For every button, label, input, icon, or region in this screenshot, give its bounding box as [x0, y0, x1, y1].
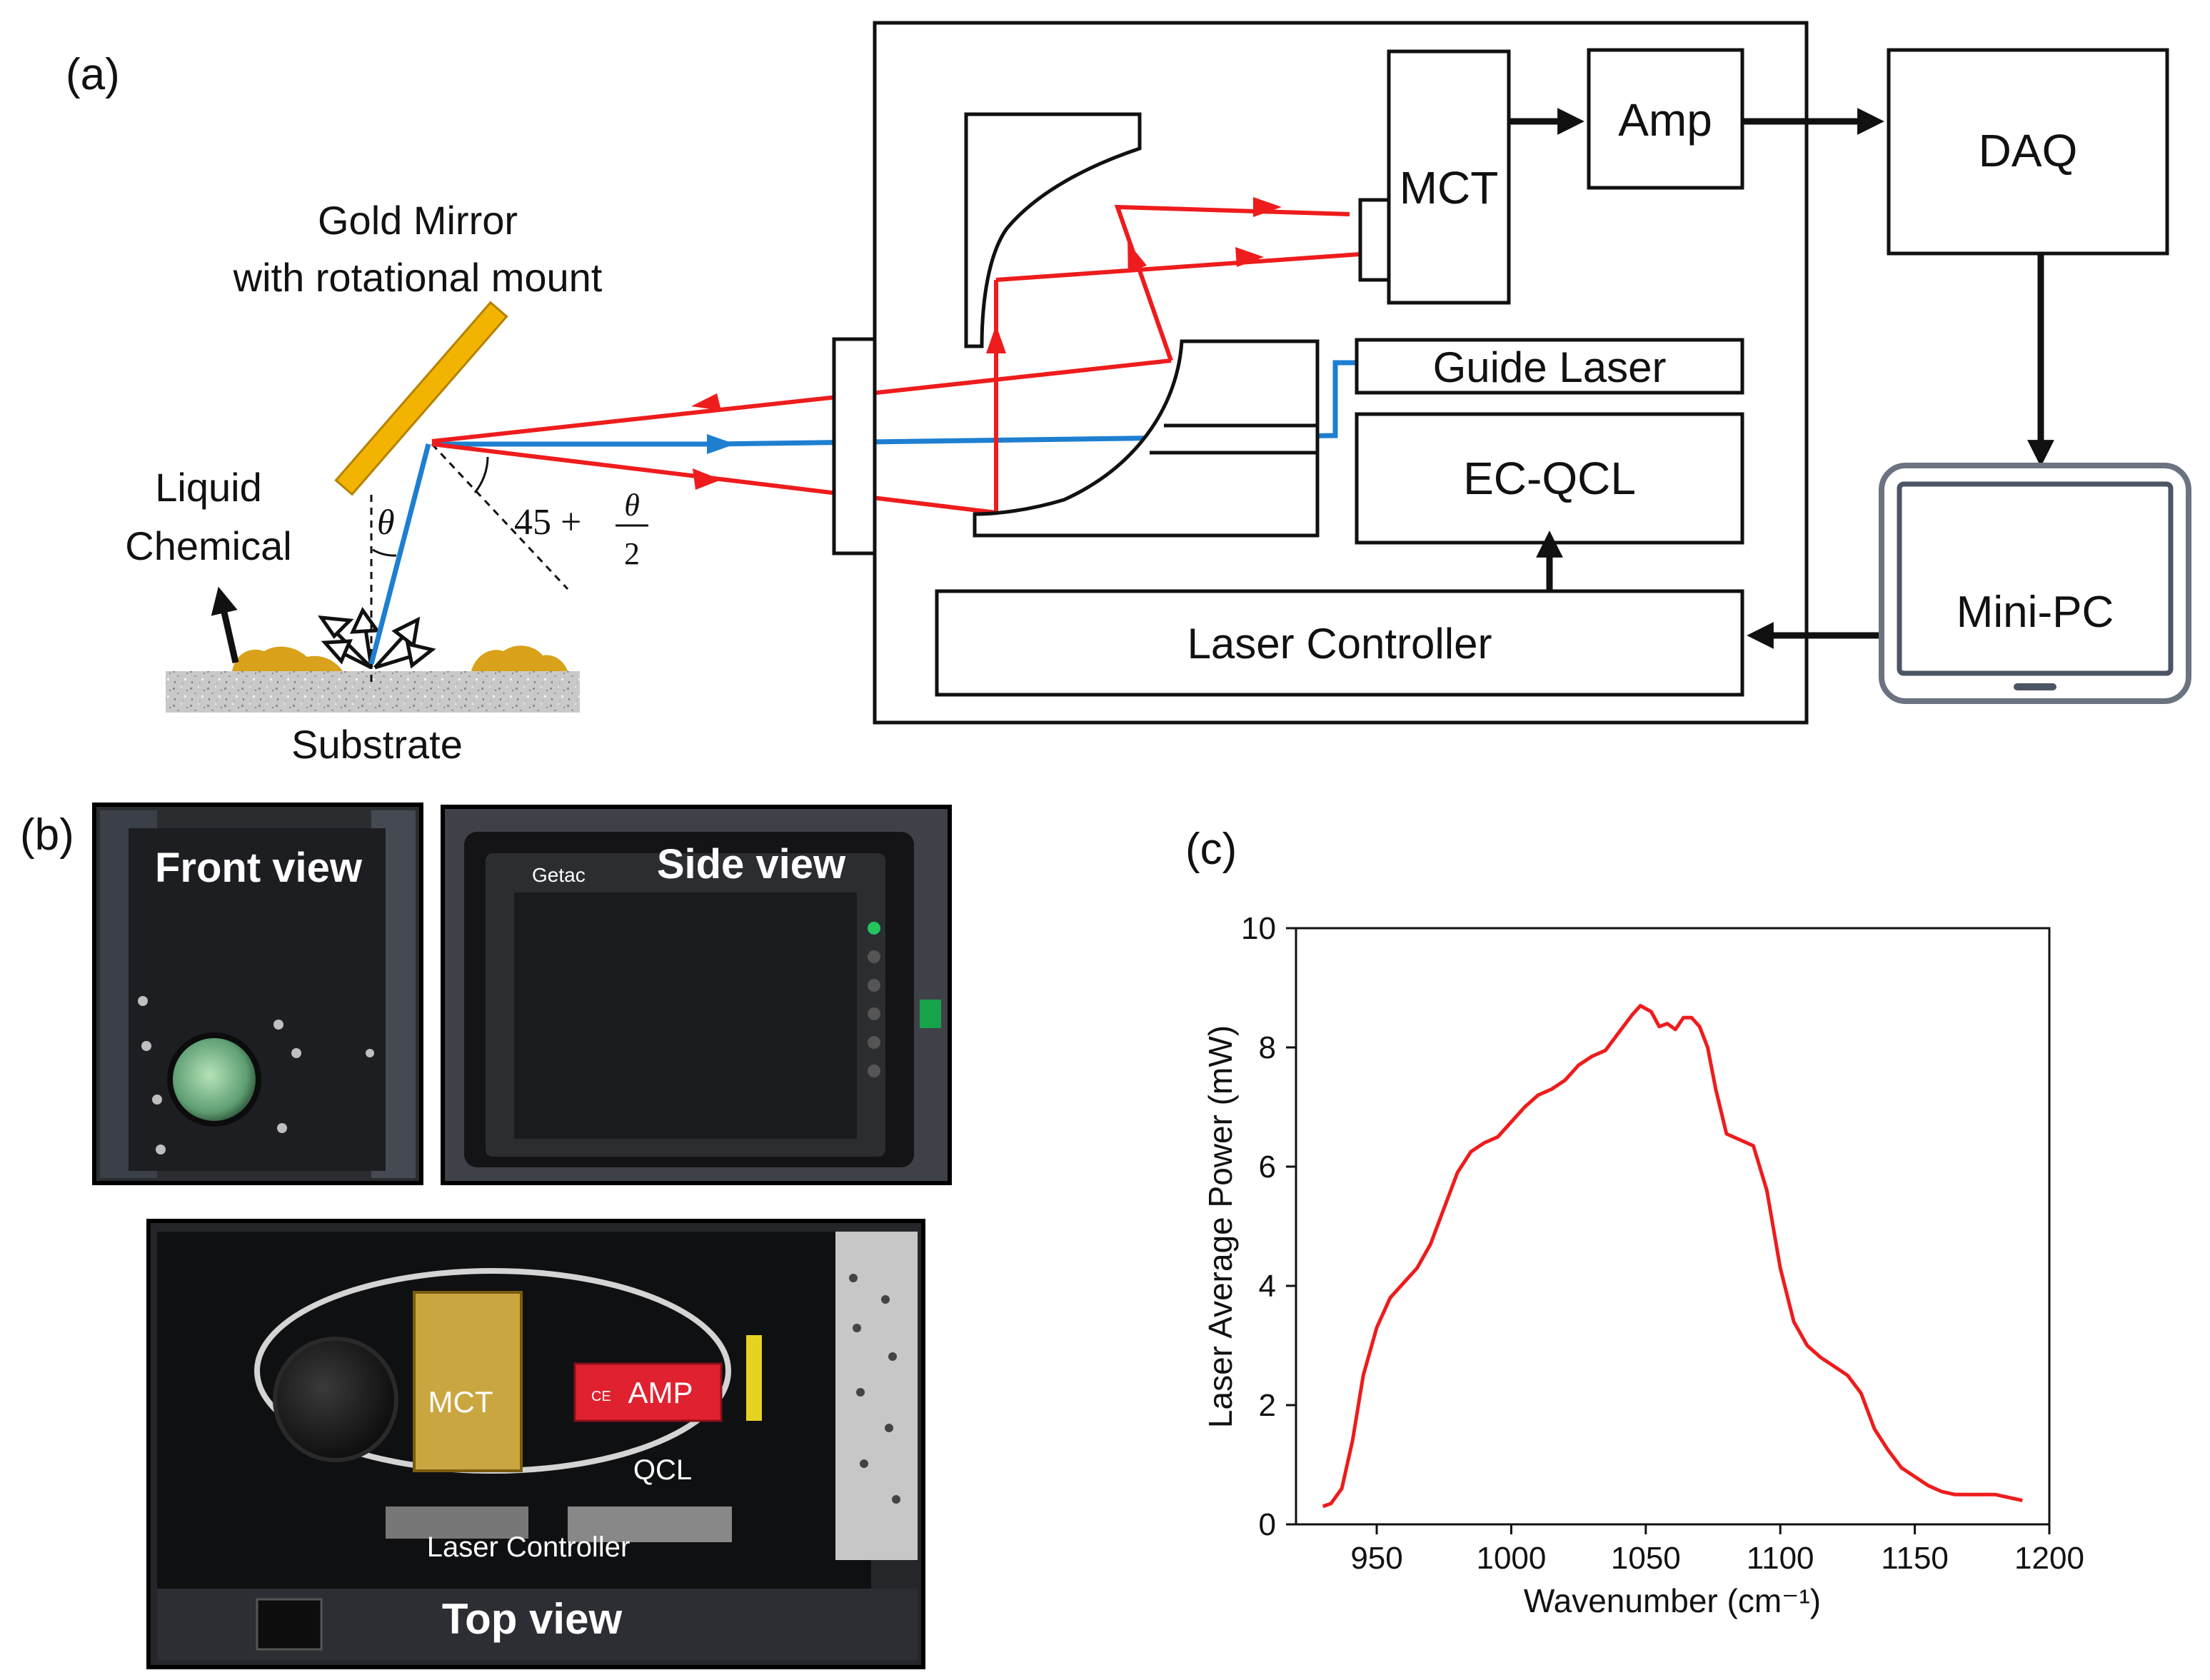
window-port	[832, 337, 877, 555]
top-controller-label: Laser Controller	[427, 1531, 631, 1563]
ec-qcl-box[interactable]	[1355, 412, 1744, 545]
panel-c: (c) 950 1000 1050 1100 1150 1200 0 2 4 6 8 10 Wave…	[1185, 825, 2084, 1619]
substrate	[166, 671, 580, 713]
front-view-title: Front view	[155, 845, 363, 891]
daq-box[interactable]	[1887, 48, 2169, 256]
panel-b: (b) Front view Getac Side vie	[20, 803, 952, 1669]
top-view-title: Top view	[442, 1595, 623, 1643]
x-tick-label: 1150	[1881, 1541, 1949, 1576]
mct-detector-window	[1358, 198, 1391, 282]
panel-a: (a) Gold Mirror with rotational mount Li…	[66, 21, 2191, 767]
top-mct-label: MCT	[428, 1385, 493, 1419]
y-tick-label: 0	[1259, 1507, 1276, 1542]
side-view-title: Side view	[657, 841, 846, 887]
y-axis-label: Laser Average Power (mW)	[1202, 1025, 1239, 1428]
top-qcl-label: QCL	[633, 1454, 692, 1486]
top-mct-block	[413, 1291, 523, 1472]
y-tick-label: 4	[1259, 1269, 1276, 1304]
panel-label-a: (a)	[66, 50, 120, 99]
laser-controller-box[interactable]	[935, 589, 1744, 697]
side-brand: Getac	[532, 864, 586, 886]
daq-label: DAQ	[1979, 125, 2078, 176]
mini-pc-label: Mini-PC	[1957, 588, 2114, 637]
laser-power-series-line	[1322, 1004, 2023, 1509]
gold-mirror	[334, 301, 508, 496]
scatter-arrows	[317, 607, 436, 670]
mirror-angle-arc	[473, 456, 489, 493]
liquid-emission-arrow	[211, 586, 239, 663]
substrate-label: Substrate	[291, 722, 463, 767]
top-ce-mark: CE	[591, 1389, 611, 1404]
angle-fraction-num: θ	[624, 488, 640, 523]
liquid-blob-right	[471, 645, 568, 671]
plot-frame	[1295, 927, 2051, 1526]
mirror-label-line2: with rotational mount	[233, 255, 603, 300]
amp-box[interactable]	[1587, 48, 1744, 190]
red-beam-arrowheads	[691, 197, 1282, 490]
y-axis-ticks: 0 2 4 6 8 10	[1241, 911, 1296, 1542]
top-amp-block	[573, 1362, 723, 1422]
blue-beam-arrowhead	[707, 434, 735, 454]
blue-beam-down	[368, 443, 431, 665]
theta-arc	[372, 548, 397, 557]
guide-laser-box[interactable]	[1355, 338, 1744, 395]
mini-pc-screen	[1897, 481, 2174, 676]
side-screen	[514, 892, 857, 1139]
x-tick-label: 1000	[1476, 1541, 1546, 1576]
x-tick-label: 1100	[1747, 1541, 1814, 1576]
photo-front-view: Front view	[92, 803, 423, 1185]
mct-box	[1387, 49, 1511, 305]
panel-label-c: (c)	[1185, 825, 1237, 874]
y-tick-label: 2	[1259, 1388, 1276, 1423]
front-window-lens	[167, 1032, 261, 1127]
panel-label-b: (b)	[20, 810, 74, 860]
upper-parabolic-mirror	[964, 112, 1142, 348]
theta-symbol: θ	[377, 502, 395, 542]
liquid-blob-left	[232, 646, 343, 671]
y-tick-label: 8	[1259, 1030, 1276, 1065]
angle-fraction-den: 2	[624, 536, 640, 571]
mct-label: MCT	[1400, 162, 1499, 213]
ec-qcl-label: EC-QCL	[1463, 453, 1636, 504]
x-tick-label: 1050	[1611, 1541, 1681, 1576]
liquid-label-line1: Liquid	[155, 465, 261, 510]
angle-prefix: 45 +	[514, 502, 581, 543]
laser-controller-label: Laser Controller	[1187, 620, 1492, 668]
mirror-label-line1: Gold Mirror	[318, 198, 518, 243]
x-tick-label: 950	[1350, 1541, 1402, 1576]
x-axis-label: Wavenumber (cm⁻¹)	[1524, 1582, 1821, 1619]
y-tick-label: 6	[1259, 1150, 1276, 1184]
photo-top-view: MCT CE AMP QCL Laser Controller Top view	[146, 1219, 925, 1669]
blue-guide-beam	[432, 360, 1357, 447]
y-tick-label: 10	[1241, 911, 1276, 946]
x-tick-label: 1200	[2014, 1541, 2084, 1576]
lower-parabolic-mirror	[973, 339, 1320, 538]
power-spectrum-chart: 950 1000 1050 1100 1150 1200 0 2 4 6 8 10 Wavenumb…	[1202, 911, 2084, 1619]
top-amp-label: AMP	[628, 1376, 693, 1409]
amp-label: Amp	[1618, 94, 1712, 146]
guide-laser-label: Guide Laser	[1433, 343, 1667, 391]
photo-side-view: Getac Side view	[441, 805, 952, 1185]
mini-pc-button	[2014, 683, 2056, 690]
x-axis-ticks: 950 1000 1050 1100 1150 1200	[1350, 1524, 2084, 1576]
liquid-label-line2: Chemical	[125, 523, 291, 568]
